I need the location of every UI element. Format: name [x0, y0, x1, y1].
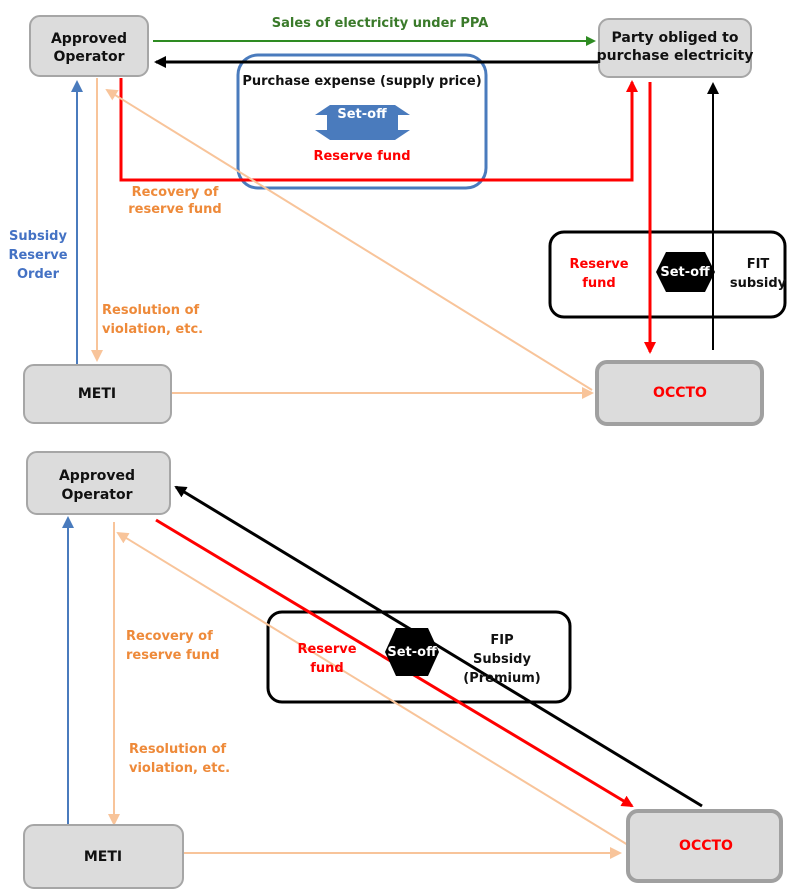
setoff-icon-fit: Set-off	[656, 252, 715, 292]
label-fip-reserve-line1: Reserve	[297, 642, 356, 657]
node-label: OCCTO	[653, 385, 707, 401]
bottom-diagram: Approved Operator METI OCCTO Recovery of…	[23, 451, 783, 889]
label-fip-reserve-line2: fund	[310, 661, 343, 676]
setoff-icon-blue: Set-off	[315, 105, 410, 140]
node-label: Operator	[62, 487, 133, 503]
node-label: Approved	[51, 31, 127, 47]
label-fit-subsidy-line1: FIT	[747, 257, 770, 272]
node-approved-operator-bottom[interactable]: Approved Operator	[26, 451, 171, 515]
label-subsidy-order-line3: Order	[17, 267, 60, 282]
label-fit-reserve-line1: Reserve	[569, 257, 628, 272]
node-label: Operator	[54, 49, 125, 65]
label-fip-subsidy-line3: (Premium)	[463, 671, 540, 686]
label-purchase-expense: Purchase expense (supply price)	[242, 74, 481, 89]
node-occto-bottom[interactable]: OCCTO	[626, 809, 783, 883]
label-recovery-line2: reserve fund	[128, 202, 221, 217]
label-subsidy-order-line1: Subsidy	[9, 229, 67, 244]
node-occto-top[interactable]: OCCTO	[595, 360, 764, 426]
setoff-icon-fip: Set-off	[385, 628, 439, 676]
setoff-label: Set-off	[387, 645, 437, 660]
arrow-recovery-top	[105, 88, 593, 391]
label-resolution-line1: Resolution of	[129, 742, 227, 757]
node-label: Party obliged to	[612, 30, 739, 46]
arrow-reserve-fund-top	[119, 78, 638, 182]
node-label: OCCTO	[679, 838, 733, 854]
arrow-fip-subsidy	[174, 485, 703, 808]
node-approved-operator-top[interactable]: Approved Operator	[29, 15, 149, 77]
label-recovery-line1: Recovery of	[132, 185, 219, 200]
label-fit-reserve-line2: fund	[582, 276, 615, 291]
label-recovery-line2: reserve fund	[126, 648, 219, 663]
label-resolution-line2: violation, etc.	[102, 322, 203, 337]
arrow-recovery-bottom	[116, 531, 629, 846]
purchase-setoff-box	[236, 53, 488, 190]
label-resolution-line2: violation, etc.	[129, 761, 230, 776]
setoff-label: Set-off	[337, 107, 387, 122]
node-meti-top[interactable]: METI	[23, 364, 172, 424]
setoff-label: Set-off	[660, 265, 710, 280]
node-party-obliged[interactable]: Party obliged to purchase electricity	[597, 18, 754, 78]
label-sales-ppa: Sales of electricity under PPA	[272, 16, 489, 31]
label-fip-subsidy-line1: FIP	[490, 633, 513, 648]
label-resolution-line1: Resolution of	[102, 303, 200, 318]
node-label: METI	[84, 849, 122, 865]
node-meti-bottom[interactable]: METI	[23, 824, 184, 889]
label-recovery-line1: Recovery of	[126, 629, 213, 644]
node-label: purchase electricity	[597, 48, 754, 64]
label-subsidy-order-line2: Reserve	[8, 248, 67, 263]
label-fip-subsidy-line2: Subsidy	[473, 652, 531, 667]
label-fit-subsidy-line2: subsidy	[730, 276, 787, 291]
top-diagram: Approved Operator Party obliged to purch…	[8, 15, 787, 426]
label-reserve-fund: Reserve fund	[313, 149, 410, 164]
node-label: Approved	[59, 468, 135, 484]
node-label: METI	[78, 386, 116, 402]
